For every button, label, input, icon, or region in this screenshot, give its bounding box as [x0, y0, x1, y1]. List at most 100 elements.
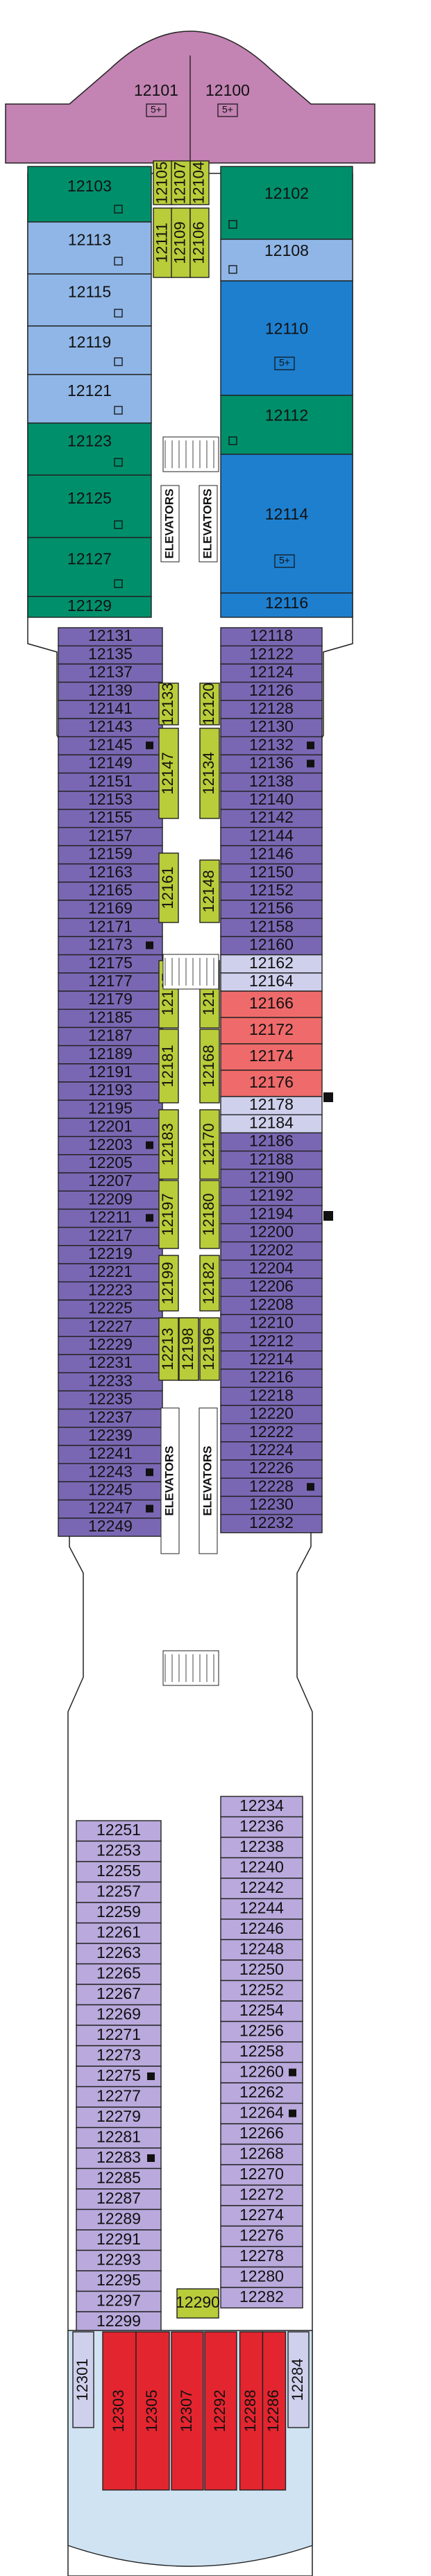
cabin[interactable]: [58, 1390, 163, 1410]
cabin[interactable]: [220, 663, 323, 683]
cabin[interactable]: [199, 1029, 220, 1104]
cabin[interactable]: [220, 882, 323, 901]
cabin[interactable]: [76, 2086, 162, 2108]
cabin[interactable]: [220, 1114, 323, 1134]
cabin[interactable]: [220, 1441, 323, 1461]
cabin[interactable]: [171, 160, 191, 205]
cabin[interactable]: [76, 1820, 162, 1842]
cabin[interactable]: [220, 1017, 323, 1045]
cabin[interactable]: [58, 1117, 163, 1137]
cabin[interactable]: [220, 1070, 323, 1097]
cabin[interactable]: [220, 395, 353, 455]
cabin[interactable]: [220, 954, 323, 974]
cabin[interactable]: [220, 900, 323, 919]
cabin[interactable]: [220, 1816, 303, 1838]
cabin[interactable]: [58, 1172, 163, 1192]
cabin[interactable]: [58, 1372, 163, 1392]
cabin[interactable]: [220, 1898, 303, 1920]
cabin[interactable]: [220, 1150, 323, 1170]
cabin[interactable]: [27, 221, 152, 275]
cabin[interactable]: [220, 1096, 323, 1115]
cabin[interactable]: [76, 2249, 162, 2272]
cabin[interactable]: [220, 454, 353, 594]
cabin[interactable]: [76, 2188, 162, 2210]
cabin[interactable]: [189, 207, 210, 278]
cabin[interactable]: [76, 1963, 162, 1985]
cabin[interactable]: [220, 1918, 303, 1941]
cabin[interactable]: [27, 273, 152, 327]
cabin[interactable]: [220, 239, 353, 282]
cabin[interactable]: [158, 1255, 179, 1312]
cabin[interactable]: [199, 1255, 220, 1312]
cabin[interactable]: [76, 2167, 162, 2190]
cabin[interactable]: [220, 1296, 323, 1316]
cabin[interactable]: [58, 1099, 163, 1119]
cabin[interactable]: [58, 1336, 163, 1355]
cabin[interactable]: [58, 1481, 163, 1501]
cabin[interactable]: [220, 1368, 323, 1388]
cabin[interactable]: [158, 728, 179, 819]
cabin[interactable]: [220, 918, 323, 938]
cabin[interactable]: [220, 1350, 323, 1370]
cabin[interactable]: [220, 1278, 323, 1297]
cabin[interactable]: [220, 2225, 303, 2247]
cabin[interactable]: [58, 1245, 163, 1264]
cabin[interactable]: [220, 1223, 323, 1243]
cabin[interactable]: [58, 627, 163, 646]
cabin[interactable]: [220, 2041, 303, 2063]
cabin[interactable]: [58, 918, 163, 938]
cabin[interactable]: [72, 2331, 94, 2428]
cabin[interactable]: [220, 736, 323, 756]
cabin[interactable]: [220, 592, 353, 618]
cabin[interactable]: [76, 1943, 162, 1965]
cabin[interactable]: [176, 2288, 219, 2319]
cabin[interactable]: [58, 1263, 163, 1282]
cabin[interactable]: [220, 1386, 323, 1407]
cabin[interactable]: [220, 1939, 303, 1961]
cabin[interactable]: [220, 1857, 303, 1879]
cabin[interactable]: [199, 1180, 220, 1249]
cabin[interactable]: [199, 859, 220, 923]
cabin[interactable]: [220, 1132, 323, 1152]
cabin[interactable]: [220, 827, 323, 847]
cabin[interactable]: [58, 663, 163, 683]
cabin[interactable]: [220, 1205, 323, 1225]
cabin[interactable]: [178, 1317, 199, 1381]
cabin[interactable]: [220, 645, 323, 665]
cabin[interactable]: [220, 2287, 303, 2309]
cabin[interactable]: [58, 754, 163, 774]
cabin[interactable]: [220, 1241, 323, 1261]
cabin[interactable]: [58, 1208, 163, 1228]
cabin[interactable]: [102, 2331, 137, 2491]
cabin[interactable]: [204, 2331, 237, 2491]
cabin[interactable]: [287, 2331, 310, 2428]
cabin[interactable]: [58, 645, 163, 665]
cabin[interactable]: [158, 682, 179, 725]
cabin[interactable]: [76, 1922, 162, 1944]
cabin[interactable]: [220, 166, 353, 240]
cabin[interactable]: [171, 2331, 204, 2491]
cabin[interactable]: [220, 2246, 303, 2268]
cabin[interactable]: [58, 936, 163, 956]
cabin[interactable]: [58, 1008, 163, 1029]
cabin[interactable]: [220, 1332, 323, 1352]
cabin[interactable]: [58, 1226, 163, 1246]
cabin[interactable]: [158, 1029, 179, 1104]
cabin[interactable]: [76, 2127, 162, 2149]
cabin[interactable]: [220, 772, 323, 792]
cabin[interactable]: [58, 1499, 163, 1519]
cabin[interactable]: [220, 1423, 323, 1443]
cabin[interactable]: [262, 2331, 287, 2491]
cabin[interactable]: [220, 1260, 323, 1279]
cabin[interactable]: [220, 2184, 303, 2206]
cabin[interactable]: [27, 474, 152, 538]
cabin[interactable]: [220, 1405, 323, 1425]
cabin[interactable]: [58, 772, 163, 792]
cabin[interactable]: [220, 627, 323, 646]
cabin[interactable]: [76, 1840, 162, 1862]
cabin[interactable]: [58, 1408, 163, 1428]
cabin[interactable]: [27, 325, 152, 375]
cabin[interactable]: [158, 1109, 179, 1180]
cabin[interactable]: [27, 537, 152, 597]
cabin[interactable]: [199, 1317, 220, 1381]
